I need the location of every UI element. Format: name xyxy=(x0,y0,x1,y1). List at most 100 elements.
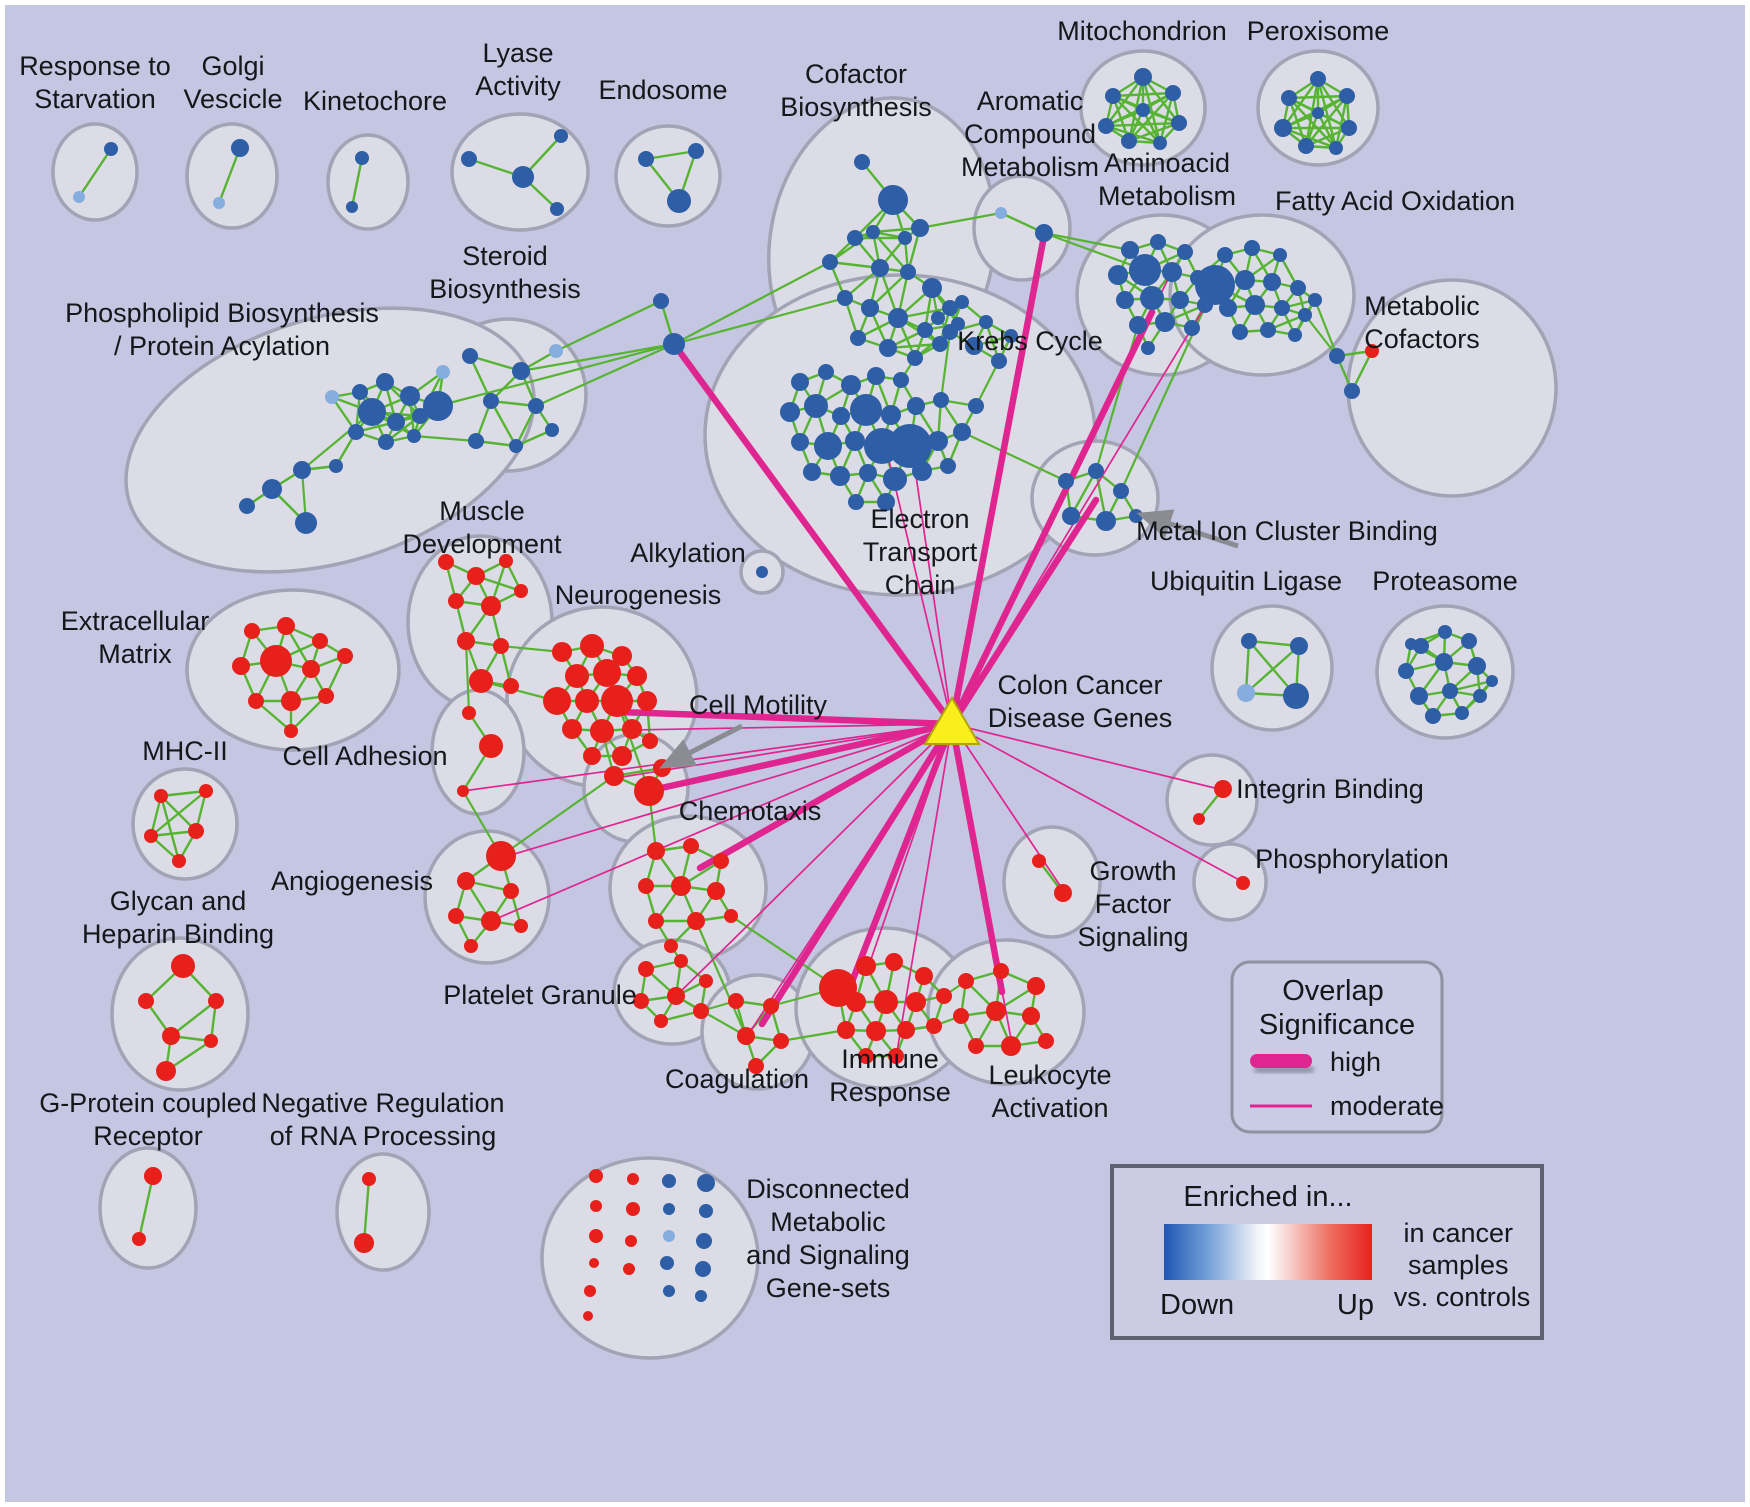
gene-set-node[interactable] xyxy=(1298,138,1314,154)
gene-set-node[interactable] xyxy=(979,315,993,329)
gene-set-node[interactable] xyxy=(830,466,850,486)
gene-set-node[interactable] xyxy=(457,632,475,650)
gene-set-node[interactable] xyxy=(674,954,688,968)
gene-set-node[interactable] xyxy=(552,642,572,662)
gene-set-node[interactable] xyxy=(667,189,691,213)
gene-set-node[interactable] xyxy=(545,423,559,437)
gene-set-node[interactable] xyxy=(900,264,916,280)
gene-set-node[interactable] xyxy=(915,967,933,985)
gene-set-node[interactable] xyxy=(378,434,394,450)
gene-set-node[interactable] xyxy=(861,299,879,317)
gene-set-node[interactable] xyxy=(1035,224,1053,242)
gene-set-node[interactable] xyxy=(1281,90,1297,106)
gene-set-node[interactable] xyxy=(464,939,478,953)
gene-set-node[interactable] xyxy=(1310,71,1326,87)
gene-set-node[interactable] xyxy=(803,463,821,481)
gene-set-node[interactable] xyxy=(1141,341,1155,355)
gene-set-node[interactable] xyxy=(936,988,952,1004)
gene-set-node[interactable] xyxy=(483,393,499,409)
gene-set-node[interactable] xyxy=(1344,383,1360,399)
gene-set-node[interactable] xyxy=(688,143,704,159)
gene-set-node[interactable] xyxy=(479,734,503,758)
gene-set-node[interactable] xyxy=(354,1233,374,1253)
gene-set-node[interactable] xyxy=(583,1311,593,1321)
gene-set-node[interactable] xyxy=(1461,633,1477,649)
gene-set-node[interactable] xyxy=(584,1285,596,1297)
gene-set-node[interactable] xyxy=(647,842,665,860)
gene-set-node[interactable] xyxy=(654,1014,668,1028)
gene-set-node[interactable] xyxy=(337,648,353,664)
gene-set-node[interactable] xyxy=(232,657,250,675)
gene-set-node[interactable] xyxy=(911,219,929,237)
gene-set-node[interactable] xyxy=(707,882,725,900)
gene-set-node[interactable] xyxy=(1486,675,1498,687)
gene-set-node[interactable] xyxy=(204,1034,218,1048)
gene-set-node[interactable] xyxy=(1058,473,1074,489)
gene-set-node[interactable] xyxy=(486,841,516,871)
gene-set-node[interactable] xyxy=(881,405,901,425)
gene-set-node[interactable] xyxy=(917,322,933,338)
gene-set-node[interactable] xyxy=(1105,88,1121,104)
gene-set-node[interactable] xyxy=(932,336,948,352)
gene-set-node[interactable] xyxy=(940,458,956,474)
gene-set-node[interactable] xyxy=(188,823,204,839)
gene-set-node[interactable] xyxy=(780,402,800,422)
gene-set-node[interactable] xyxy=(1244,240,1260,256)
gene-set-node[interactable] xyxy=(1405,638,1417,650)
gene-set-node[interactable] xyxy=(814,432,842,460)
gene-set-node[interactable] xyxy=(231,139,249,157)
gene-set-node[interactable] xyxy=(626,1202,640,1216)
gene-set-node[interactable] xyxy=(832,407,850,425)
gene-set-node[interactable] xyxy=(583,747,601,765)
gene-set-node[interactable] xyxy=(550,202,564,216)
gene-set-node[interactable] xyxy=(850,394,882,426)
gene-set-node[interactable] xyxy=(601,685,633,717)
gene-set-node[interactable] xyxy=(866,225,880,239)
gene-set-node[interactable] xyxy=(848,494,864,510)
gene-set-node[interactable] xyxy=(281,691,301,711)
gene-set-node[interactable] xyxy=(818,364,834,380)
gene-set-node[interactable] xyxy=(144,829,158,843)
gene-set-node[interactable] xyxy=(841,375,861,395)
gene-set-node[interactable] xyxy=(1108,265,1128,285)
gene-set-node[interactable] xyxy=(1129,316,1147,334)
gene-set-node[interactable] xyxy=(423,391,453,421)
gene-set-node[interactable] xyxy=(693,1003,709,1019)
gene-set-node[interactable] xyxy=(589,1229,603,1243)
gene-set-node[interactable] xyxy=(737,1027,755,1045)
gene-set-node[interactable] xyxy=(1171,291,1189,309)
gene-set-node[interactable] xyxy=(637,691,657,711)
gene-set-node[interactable] xyxy=(958,973,974,989)
gene-set-node[interactable] xyxy=(73,191,85,203)
gene-set-node[interactable] xyxy=(1290,280,1306,296)
gene-set-node[interactable] xyxy=(1001,1036,1021,1056)
gene-set-node[interactable] xyxy=(724,909,738,923)
gene-set-node[interactable] xyxy=(1121,133,1137,149)
gene-set-node[interactable] xyxy=(667,987,685,1005)
gene-set-node[interactable] xyxy=(968,1038,984,1054)
gene-set-node[interactable] xyxy=(554,129,568,143)
gene-set-node[interactable] xyxy=(697,1174,715,1192)
gene-set-node[interactable] xyxy=(1038,1033,1054,1049)
gene-set-node[interactable] xyxy=(1308,293,1322,307)
gene-set-node[interactable] xyxy=(1329,348,1345,364)
gene-set-node[interactable] xyxy=(1062,507,1080,525)
gene-set-node[interactable] xyxy=(1435,653,1453,671)
gene-set-node[interactable] xyxy=(623,1263,635,1275)
gene-set-node[interactable] xyxy=(1193,813,1205,825)
gene-set-node[interactable] xyxy=(683,838,699,854)
gene-set-node[interactable] xyxy=(514,919,528,933)
gene-set-node[interactable] xyxy=(132,1232,146,1246)
gene-set-node[interactable] xyxy=(1312,107,1324,119)
gene-set-node[interactable] xyxy=(888,1048,904,1064)
gene-set-node[interactable] xyxy=(1195,265,1235,305)
gene-set-node[interactable] xyxy=(1219,299,1237,317)
gene-set-node[interactable] xyxy=(604,766,624,786)
gene-set-node[interactable] xyxy=(1329,141,1343,155)
gene-set-node[interactable] xyxy=(262,479,282,499)
gene-set-node[interactable] xyxy=(888,424,932,468)
gene-set-node[interactable] xyxy=(846,992,866,1012)
gene-set-node[interactable] xyxy=(1032,854,1046,868)
gene-set-node[interactable] xyxy=(1235,270,1255,290)
gene-set-node[interactable] xyxy=(1113,483,1129,499)
